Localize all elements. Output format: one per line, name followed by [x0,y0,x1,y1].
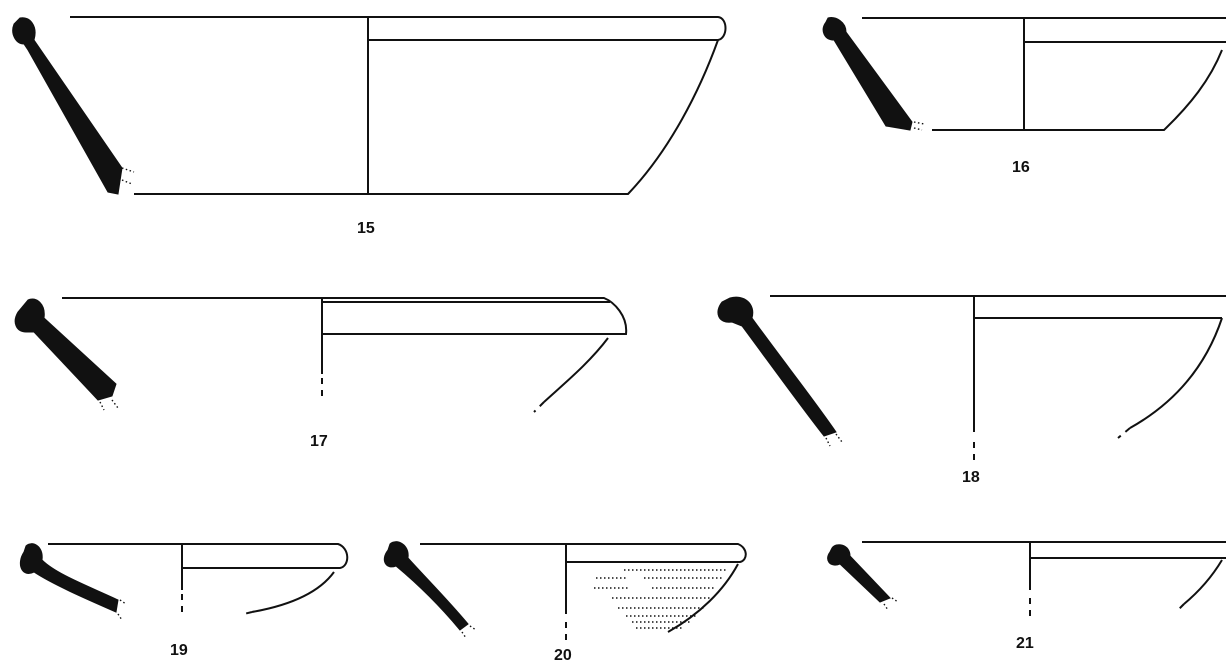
vessel-15-section [12,17,123,195]
vessel-15-number: 15 [357,220,375,237]
vessel-16-break-mark [913,121,925,131]
vessel-15-outer-profile [134,39,719,195]
vessel-20-rim-line [420,543,747,563]
vessel-16-number: 16 [1012,159,1030,176]
vessel-18-profile-dash [1117,427,1131,439]
vessel-19-break-mark [117,599,127,621]
vessel-21-break-mark [883,597,899,611]
vessel-19-number: 19 [170,642,188,659]
vessel-17-number: 17 [310,433,328,450]
vessel-19-outer-profile [251,571,335,613]
vessel-15-break-mark [121,167,135,185]
vessel-20-section [383,541,469,631]
vessel-20-outer-profile [667,563,739,633]
vessel-21-outer-profile [1183,559,1223,605]
vessel-20-number: 20 [554,647,572,664]
vessel-15: 15 [12,16,727,237]
vessel-16-outer-profile [932,49,1223,131]
vessel-18-section [717,296,837,437]
vessel-17: 17 [14,297,628,450]
vessel-17-section [14,298,117,401]
vessel-21-number: 21 [1016,635,1034,652]
vessel-15-rim-line [70,16,727,41]
vessel-18-break-mark [825,433,843,447]
vessel-18-number: 18 [962,469,980,486]
vessel-21-rim-line [862,541,1226,559]
vessel-21: 21 [827,541,1226,652]
vessel-16: 16 [822,17,1226,176]
vessel-19-rim-line [48,543,349,569]
vessel-19-section [19,543,119,613]
vessel-20-break-mark [461,625,477,639]
vessel-17-rim-line [62,297,628,335]
vessel-19-profile-dash [243,611,253,615]
vessel-18: 18 [717,295,1226,486]
vessel-17-break-mark [99,399,119,411]
vessel-21-section [827,544,891,603]
vessel-21-profile-dash [1175,603,1185,613]
vessel-16-rim-line [862,17,1226,43]
vessel-19: 19 [19,543,349,659]
vessel-17-profile-dash [533,401,545,413]
vessel-16-section [822,17,913,131]
vessel-20: 20 [383,541,747,664]
vessel-20-stipple-hatching [594,569,726,629]
vessel-18-outer-profile [1129,317,1223,429]
vessel-18-rim-line [770,295,1226,319]
vessel-17-outer-profile [543,337,609,403]
